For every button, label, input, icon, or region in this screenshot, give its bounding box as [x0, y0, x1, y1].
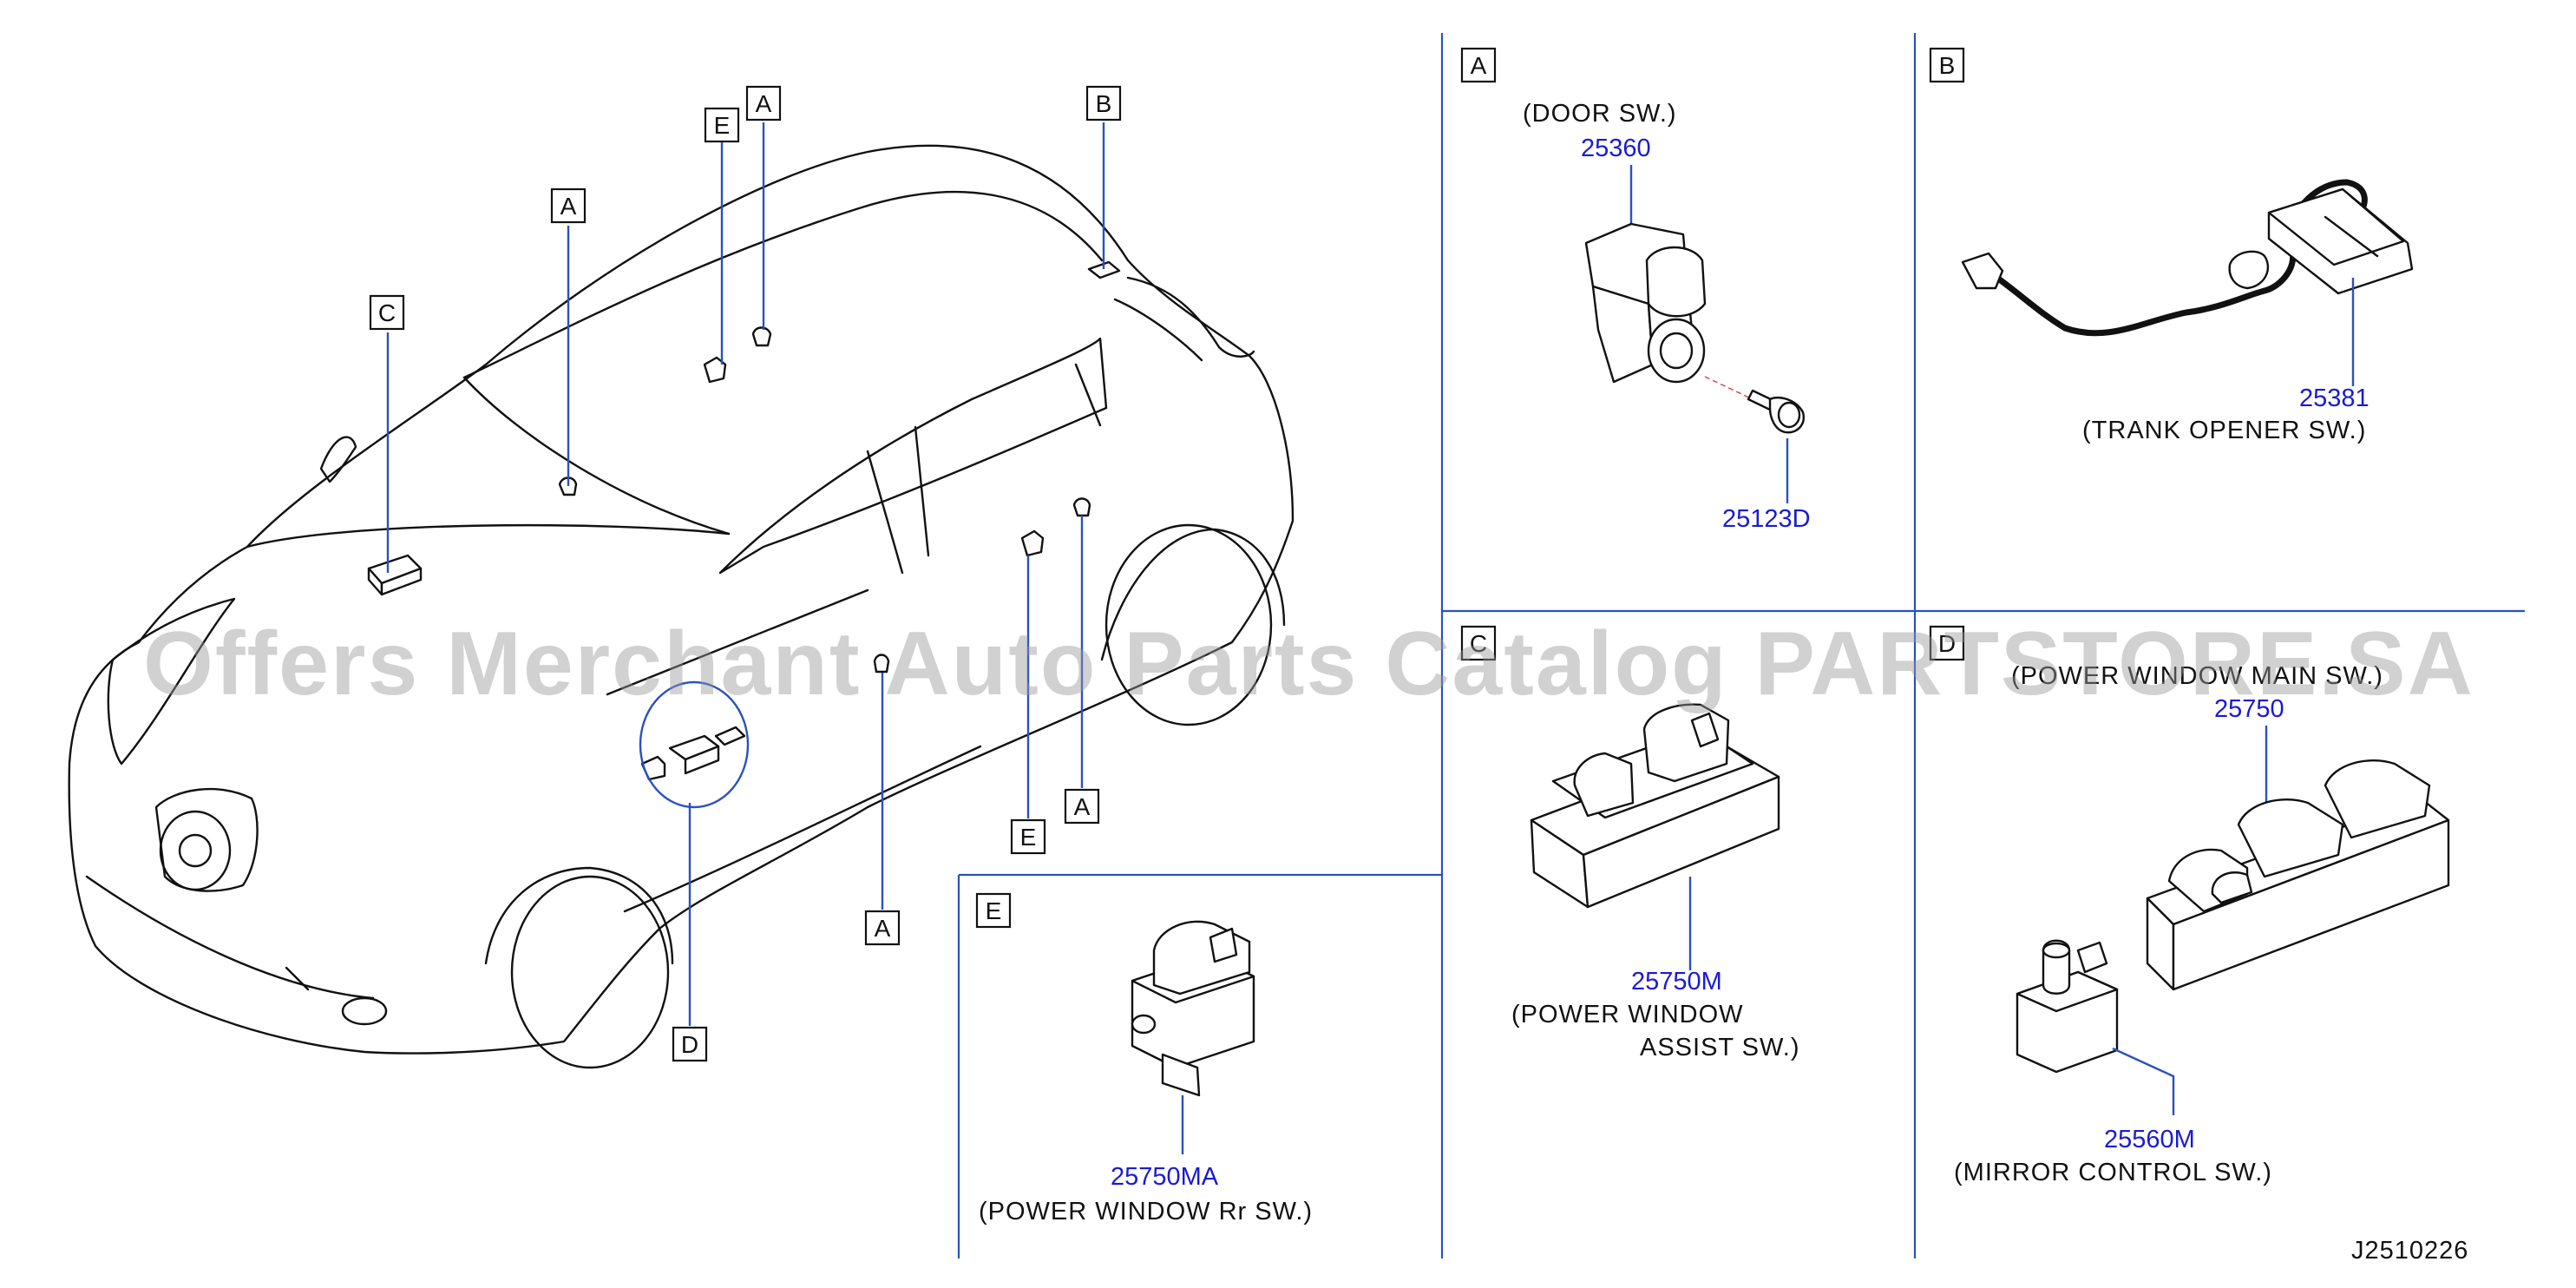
car-part-sw-b: [1087, 260, 1121, 279]
rear-switch-drawing: [1131, 920, 1255, 1097]
callout-box-a-roof: A: [745, 85, 782, 122]
car-body-outline: [68, 144, 1295, 1069]
callout-box-a-door: A: [864, 910, 901, 946]
panel-c-letter: C: [1470, 630, 1487, 657]
part-number-25750m: 25750M: [1631, 968, 1722, 996]
panel-e: E 25750MA (POWER WINDOW Rr SW.): [975, 892, 1313, 1226]
callout-box-c: C: [369, 294, 405, 331]
panel-e-letter: E: [986, 897, 1002, 924]
trunk-opener-drawing: [1961, 179, 2414, 337]
car-part-sw-a-hood: [558, 476, 578, 496]
car-part-sw-a-roof: [751, 326, 772, 347]
mirror-switch-drawing: [2016, 939, 2119, 1074]
part-number-25381: 25381: [2299, 384, 2370, 412]
svg-text:C: C: [378, 299, 396, 326]
car-part-sw-c: [367, 554, 423, 596]
svg-text:E: E: [1020, 824, 1037, 851]
svg-text:E: E: [714, 112, 731, 139]
callout-box-e-top: E: [704, 107, 740, 143]
panel-c-caption-line2: ASSIST SW.): [1640, 1034, 1800, 1061]
callout-box-b: B: [1085, 85, 1122, 122]
overview-leaders: [386, 122, 1105, 1026]
callout-box-a-rear: A: [1064, 788, 1100, 825]
assist-switch-drawing: [1530, 703, 1780, 909]
watermark-text: Offers Merchant Auto Parts Catalog PARTS…: [143, 614, 2474, 714]
part-number-25360: 25360: [1581, 135, 1651, 162]
callout-box-a-hood: A: [550, 187, 587, 224]
panel-d-letter: D: [1938, 630, 1956, 657]
panel-a: A (DOOR SW.) 25360 25123D: [1460, 47, 1811, 533]
main-switch-drawing: [2146, 759, 2450, 991]
car-part-sw-a-door: [873, 654, 890, 674]
panel-a-caption: (DOOR SW.): [1523, 100, 1677, 128]
callout-box-e-door: E: [1010, 818, 1046, 855]
door-switch-drawing: [1584, 222, 1707, 384]
panel-d-caption: (POWER WINDOW MAIN SW.): [2011, 662, 2383, 690]
svg-text:B: B: [1096, 90, 1112, 117]
section-dividers: [957, 33, 2525, 1258]
svg-text:A: A: [875, 915, 891, 942]
svg-text:D: D: [681, 1031, 698, 1058]
panel-b-letter: B: [1939, 52, 1956, 79]
part-number-25750: 25750: [2214, 695, 2284, 723]
screw-drawing: [1747, 389, 1805, 434]
callout-box-d: D: [672, 1026, 708, 1062]
panel-d: D (POWER WINDOW MAIN SW.) 25750 25560M (…: [1929, 625, 2450, 1186]
detail-circle-d: [639, 680, 750, 809]
panel-b: B 25381 (TRANK OPENER SW.): [1929, 47, 2414, 444]
panel-e-caption: (POWER WINDOW Rr SW.): [979, 1198, 1313, 1226]
vehicle-overview: C A E A B D A E: [68, 85, 1295, 1069]
part-number-25560m: 25560M: [2104, 1126, 2195, 1153]
svg-text:A: A: [756, 90, 772, 117]
part-number-25123d: 25123D: [1722, 505, 1811, 533]
drawing-code: J2510226: [2351, 1237, 2468, 1265]
svg-text:A: A: [1074, 793, 1091, 820]
car-part-sw-e-door: [1020, 529, 1045, 557]
car-part-sw-d: [640, 726, 746, 781]
svg-text:A: A: [560, 193, 577, 220]
car-part-sw-e-top: [703, 356, 727, 384]
panel-c: C 25750M (POWER WINDOW ASSIST SW.): [1460, 625, 1800, 1061]
panel-d-mirror-caption: (MIRROR CONTROL SW.): [1954, 1159, 2272, 1186]
panel-b-caption: (TRANK OPENER SW.): [2082, 417, 2366, 444]
panel-c-caption-line1: (POWER WINDOW: [1511, 1001, 1744, 1028]
car-part-sw-a-rear: [1072, 497, 1091, 517]
part-number-25750ma: 25750MA: [1111, 1163, 1219, 1191]
panel-a-letter: A: [1471, 52, 1487, 79]
